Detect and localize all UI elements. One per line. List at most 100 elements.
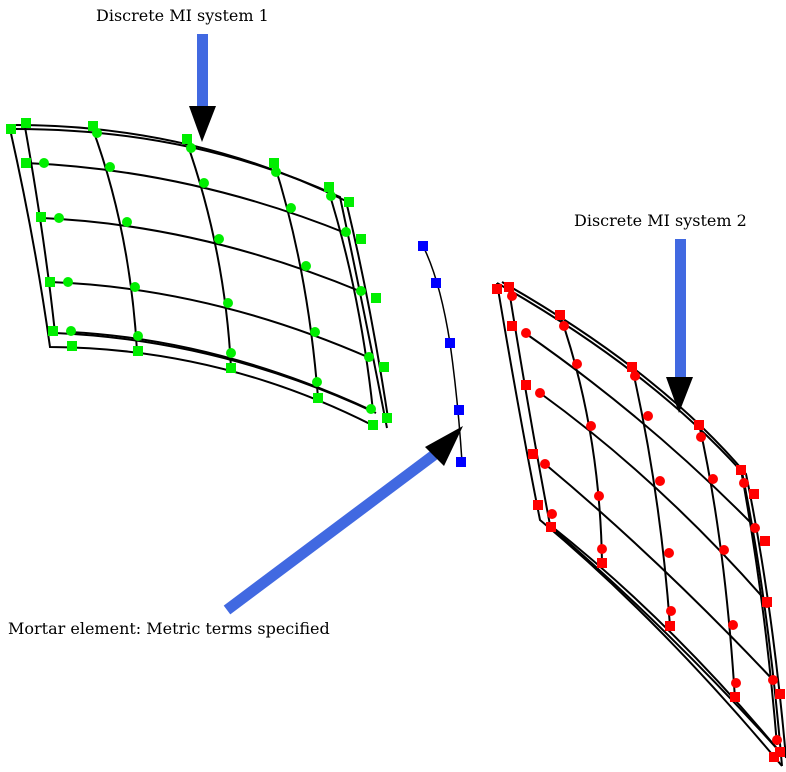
mortar-arrow [223, 426, 463, 615]
system-1-circle-node [356, 286, 366, 296]
system-1-arrow-shaft [197, 34, 208, 108]
system-2-square-node [504, 282, 514, 292]
system-2-circle-node [666, 606, 676, 616]
system-2-circle-node [540, 459, 550, 469]
system-1-square-node [324, 182, 334, 192]
system-2-circle-node [630, 371, 640, 381]
system-1-square-node [133, 346, 143, 356]
system-1-square-node [48, 326, 58, 336]
system-1-circle-node [223, 298, 233, 308]
system-1-circle-node [310, 327, 320, 337]
system-1-square-node [88, 121, 98, 131]
system-2-square-node [749, 489, 759, 499]
system-1-circle-node [54, 213, 64, 223]
system-1-circle-node [301, 261, 311, 271]
system-1-circle-node [105, 162, 115, 172]
system-1-arrow-head [189, 106, 216, 142]
system-2-circle-node [643, 411, 653, 421]
system-1-square-node [226, 363, 236, 373]
system-1-circle-node [312, 377, 322, 387]
system-2-circle-node [594, 491, 604, 501]
system-2-square-node [736, 465, 746, 475]
system-1-circle-node [199, 178, 209, 188]
mortar-arrow-head [425, 426, 463, 466]
system-2-circle-node [507, 291, 517, 301]
system-2-circle-node [762, 598, 772, 608]
system-1-nodes [6, 118, 392, 430]
system-2-square-node [555, 310, 565, 320]
mortar-label: Mortar element: Metric terms specified [8, 619, 330, 638]
system-2-square-node [627, 362, 637, 372]
system-2-square-node [694, 420, 704, 430]
system-1-circle-node [326, 191, 336, 201]
system-2-circle-node [521, 328, 531, 338]
system-2-circle-node [586, 421, 596, 431]
system-1-circle-node [66, 326, 76, 336]
system-1-circle-node [133, 331, 143, 341]
system-2-square-node [546, 522, 556, 532]
system-2-circle-node [535, 388, 545, 398]
system-2-circle-node [696, 432, 706, 442]
system-2-square-node [665, 621, 675, 631]
system-2-circle-node [739, 478, 749, 488]
system-2-nodes [492, 282, 785, 762]
system-1-circle-node [92, 128, 102, 138]
system-1-circle-node [226, 348, 236, 358]
system-1-circle-node [271, 167, 281, 177]
system-1-circle-node [186, 143, 196, 153]
system-1-circle-node [286, 203, 296, 213]
system-1-circle-node [341, 227, 351, 237]
system-1-circle-node [214, 234, 224, 244]
system-2-circle-node [597, 544, 607, 554]
mortar-node [445, 338, 455, 348]
system-1-square-node [356, 234, 366, 244]
system-2-circle-node [559, 321, 569, 331]
mortar-node [431, 278, 441, 288]
system-1-circle-node [122, 217, 132, 227]
system-1-square-node [67, 341, 77, 351]
system-2-circle-node [572, 359, 582, 369]
system-2-square-node [492, 284, 502, 294]
system-1-square-node [379, 362, 389, 372]
mortar-element [418, 241, 466, 467]
system-1-mesh [9, 123, 389, 429]
system-1-arrow [189, 34, 216, 142]
system-1-square-node [313, 393, 323, 403]
system-2-circle-node [731, 678, 741, 688]
mortar-node [456, 457, 466, 467]
system-1-square-node [344, 197, 354, 207]
system-1-square-node [36, 212, 46, 222]
system-2-arrow-head [666, 377, 693, 413]
system-2-label: Discrete MI system 2 [574, 211, 747, 230]
system-2-arrow-shaft [675, 239, 686, 377]
system-1-square-node [182, 134, 192, 144]
mortar-arrow-shaft [223, 450, 438, 615]
system-1-square-node [21, 158, 31, 168]
system-2-circle-node [750, 523, 760, 533]
system-2-square-node [760, 536, 770, 546]
system-2-circle-node [768, 675, 778, 685]
system-2-circle-node [547, 509, 557, 519]
system-2-square-node [775, 689, 785, 699]
system-1-square-node [6, 124, 16, 134]
system-1-label: Discrete MI system 1 [96, 6, 269, 25]
system-1-circle-node [39, 158, 49, 168]
system-1-square-node [45, 277, 55, 287]
system-2-mesh [496, 281, 786, 767]
system-1-square-node [368, 420, 378, 430]
system-2-square-node [769, 752, 779, 762]
system-2-square-node [507, 321, 517, 331]
system-1-square-node [21, 118, 31, 128]
system-2-square-node [533, 500, 543, 510]
system-2-square-node [528, 449, 538, 459]
system-2-square-node [775, 747, 785, 757]
system-2-arrow [666, 239, 693, 413]
system-2-circle-node [728, 620, 738, 630]
system-1-circle-node [366, 404, 376, 414]
system-1-circle-node [364, 352, 374, 362]
mortar-node [454, 405, 464, 415]
system-2-circle-node [708, 474, 718, 484]
system-2-circle-node [664, 548, 674, 558]
system-1-circle-node [63, 277, 73, 287]
